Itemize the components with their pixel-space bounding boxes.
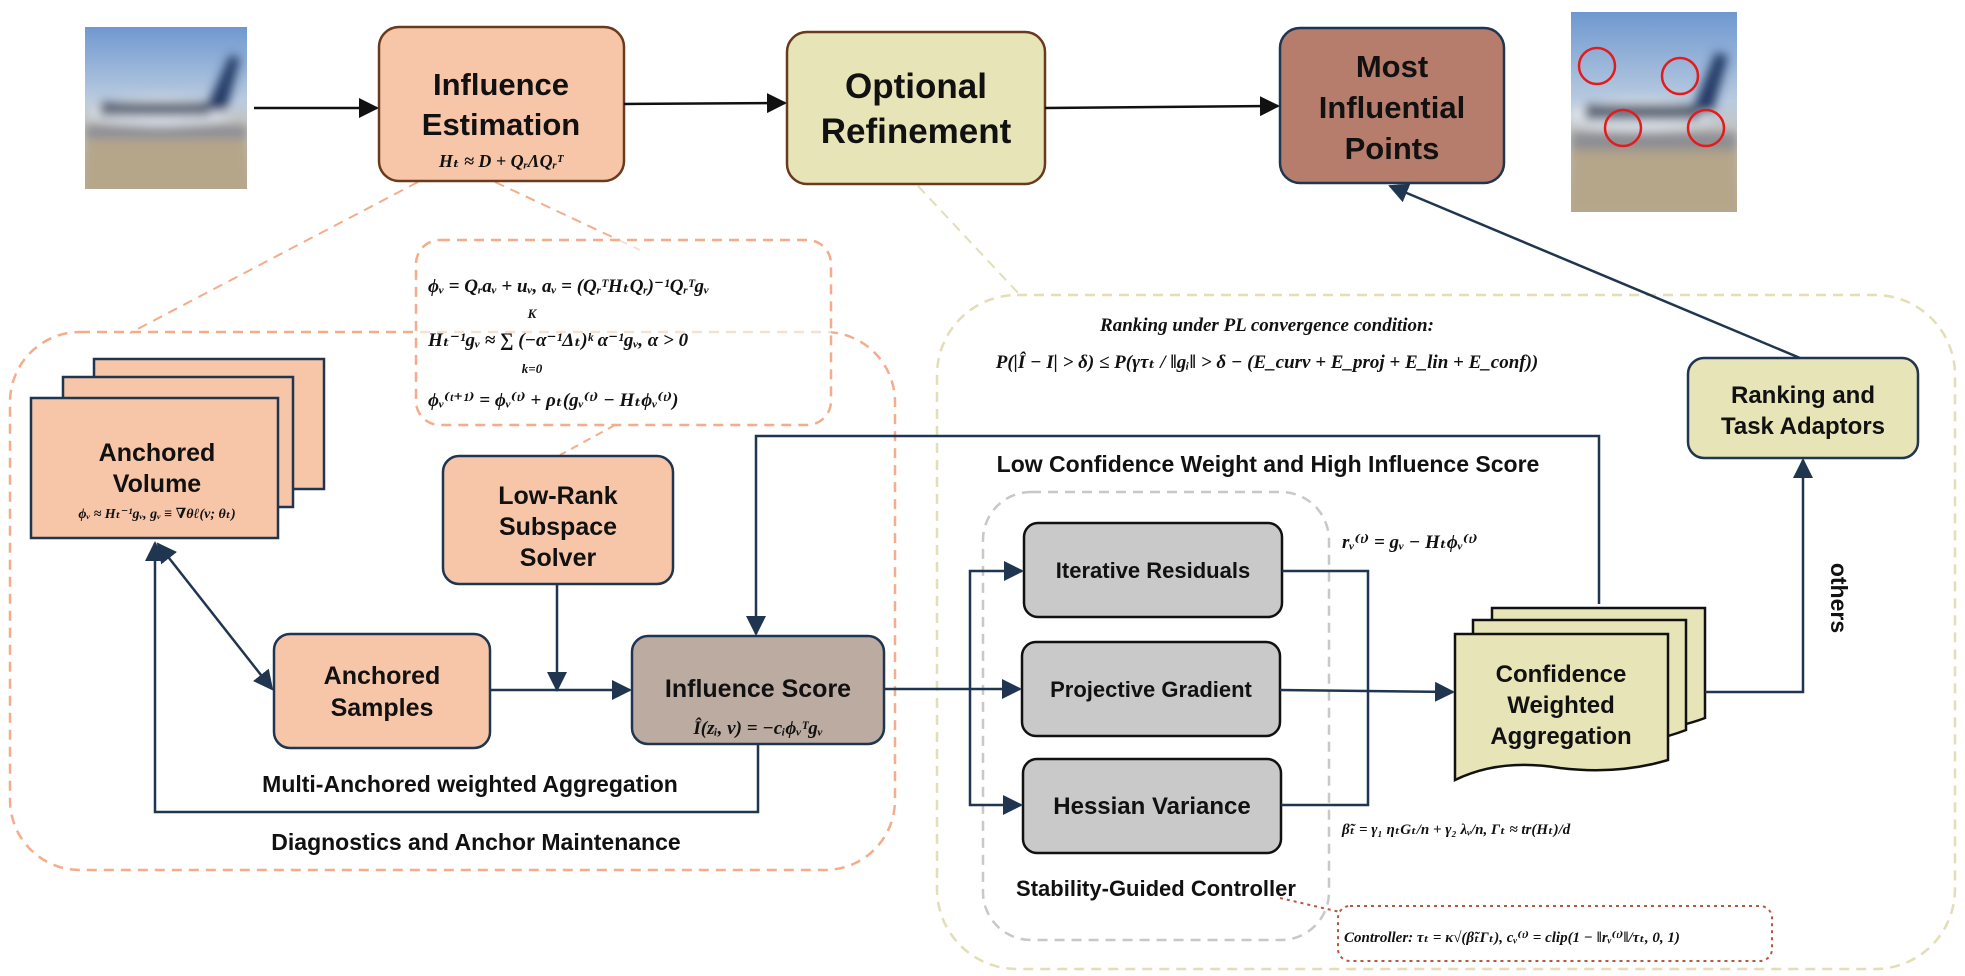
arrow-branch-residuals [968, 561, 1024, 689]
ranking-adaptors-box: Ranking and Task Adaptors [1686, 356, 1920, 460]
most-influential-points-box: Most Influential Points [1278, 26, 1506, 185]
low-rank-title-3: Solver [520, 544, 597, 572]
iterative-residuals-box: Iterative Residuals [1022, 521, 1284, 619]
controller-connector [1279, 897, 1341, 913]
anchored-samples-box: Anchored Samples [272, 632, 492, 750]
arrow-feedback-loop [145, 541, 760, 814]
highlight-circle [1603, 108, 1643, 148]
low-confidence-label: Low Confidence Weight and High Influence… [997, 451, 1540, 477]
arrow-estimation-to-refinement [623, 93, 787, 114]
arrow-refinement-to-points [1044, 96, 1280, 117]
zoom-line [917, 185, 1021, 296]
hessian-variance-box: Hessian Variance [1021, 757, 1283, 855]
equation-iterative-update: ϕᵥ⁽ᵗ⁺¹⁾ = ϕᵥ⁽ᵗ⁾ + ρₜ(gᵥ⁽ᵗ⁾ − Hₜϕᵥ⁽ᵗ⁾) [428, 390, 678, 411]
equation-phi-decomposition: ϕᵥ = Qᵣaᵥ + uᵥ, aᵥ = (QᵣᵀHₜQᵣ)⁻¹Qᵣᵀgᵥ [428, 276, 709, 297]
influence-score-box: Influence Score Î(zᵢ, v) = −cᵢϕᵥᵀgᵥ [630, 634, 886, 746]
ranking-adaptors-title-2: Task Adaptors [1721, 413, 1885, 440]
low-rank-title-2: Subspace [499, 513, 617, 541]
sum-upper-limit: K [527, 306, 538, 321]
beta-formula: β̃ₜ = γ₁ ηₜGₜ/n + γ₂ λᵥ/n, Γₜ ≈ tr(Hₜ)/d [1341, 822, 1571, 838]
anchored-samples-title-2: Samples [331, 694, 434, 722]
stability-controller-label: Stability-Guided Controller [1016, 876, 1296, 901]
ranking-adaptors-title-1: Ranking and [1731, 382, 1875, 409]
anchored-volume-stack: Anchored Volume ϕᵥ ≈ Hₜ⁻¹gᵥ, gᵥ ≡ ∇θℓ(v;… [29, 357, 326, 540]
zoom-line [494, 181, 641, 251]
influence-estimation-title-1: Influence [433, 67, 569, 102]
low-rank-title-1: Low-Rank [498, 482, 618, 510]
most-influential-title-2: Influential [1319, 90, 1465, 125]
controller-formula-box [1337, 905, 1773, 962]
equation-dashed-box [414, 238, 833, 427]
optional-refinement-box: Optional Refinement [785, 30, 1047, 186]
stability-controller-region [981, 490, 1331, 942]
highlight-circle [1577, 46, 1617, 86]
arrow-aggregation-to-adaptors [1705, 458, 1813, 694]
residual-formula: rᵥ⁽ᵗ⁾ = gᵥ − Hₜϕᵥ⁽ᵗ⁾ [1342, 532, 1478, 553]
projective-gradient-title: Projective Gradient [1050, 677, 1252, 702]
influence-estimation-title-2: Estimation [422, 107, 580, 142]
arrow-adaptors-to-points [1388, 183, 1801, 360]
arrow-gradient-to-aggregation [1279, 681, 1455, 702]
arrow-high-influence-loop [746, 434, 1601, 636]
arrow-branch-hessian [968, 689, 1023, 815]
influence-estimation-box: Influence Estimation Hₜ ≈ D + QᵣΛQᵣᵀ [377, 25, 626, 183]
confidence-aggregation-title-1: Confidence [1496, 661, 1627, 688]
influence-score-title: Influence Score [665, 675, 851, 703]
others-label: others [1826, 563, 1852, 633]
low-rank-solver-box: Low-Rank Subspace Solver [441, 454, 675, 586]
multi-anchored-label: Multi-Anchored weighted Aggregation [262, 771, 678, 797]
influence-score-formula: Î(zᵢ, v) = −cᵢϕᵥᵀgᵥ [692, 717, 822, 739]
optional-refinement-title-1: Optional [845, 67, 987, 106]
arrow-volume-samples [156, 542, 274, 691]
iterative-residuals-title: Iterative Residuals [1056, 558, 1250, 583]
confidence-aggregation-stack: Confidence Weighted Aggregation [1453, 606, 1707, 783]
right-dashed-region [935, 293, 1957, 971]
anchored-volume-formula: ϕᵥ ≈ Hₜ⁻¹gᵥ, gᵥ ≡ ∇θℓ(v; θₜ) [78, 507, 235, 522]
anchored-samples-title-1: Anchored [324, 662, 441, 690]
left-dashed-region [8, 330, 897, 872]
highlight-circle [1660, 56, 1700, 96]
confidence-aggregation-title-3: Aggregation [1490, 723, 1631, 750]
controller-formula: Controller: τₜ = κ√(β̃ₜΓₜ), cᵥ⁽ᵗ⁾ = clip… [1344, 930, 1680, 946]
diagnostics-label: Diagnostics and Anchor Maintenance [271, 829, 680, 855]
most-influential-title-1: Most [1356, 49, 1428, 84]
airplane-photo-output [1571, 12, 1737, 212]
sum-lower-limit: k=0 [522, 361, 543, 376]
highlight-circle [1686, 108, 1726, 148]
hessian-variance-title: Hessian Variance [1053, 793, 1250, 820]
ranking-formula: P(|Î − I| > δ) ≤ P(γτₜ / ‖gᵢ‖ > δ − (E_c… [995, 351, 1539, 373]
ranking-condition-label: Ranking under PL convergence condition: [1099, 315, 1434, 336]
equation-connector [559, 424, 616, 456]
equation-neumann-series: Hₜ⁻¹gᵥ ≈ ∑ (−α⁻¹Δₜ)ᵏ α⁻¹gᵥ, α > 0 [427, 330, 689, 351]
optional-refinement-title-2: Refinement [821, 112, 1012, 151]
airplane-photo-input [85, 27, 247, 189]
projective-gradient-box: Projective Gradient [1020, 640, 1282, 738]
zoom-line [129, 181, 419, 334]
most-influential-title-3: Points [1345, 131, 1440, 166]
confidence-aggregation-title-2: Weighted [1507, 692, 1615, 719]
hessian-approx-formula: Hₜ ≈ D + QᵣΛQᵣᵀ [438, 151, 565, 171]
anchored-volume-title-2: Volume [113, 470, 202, 498]
residual-merge-line [1281, 569, 1370, 807]
anchored-volume-title-1: Anchored [99, 439, 216, 467]
